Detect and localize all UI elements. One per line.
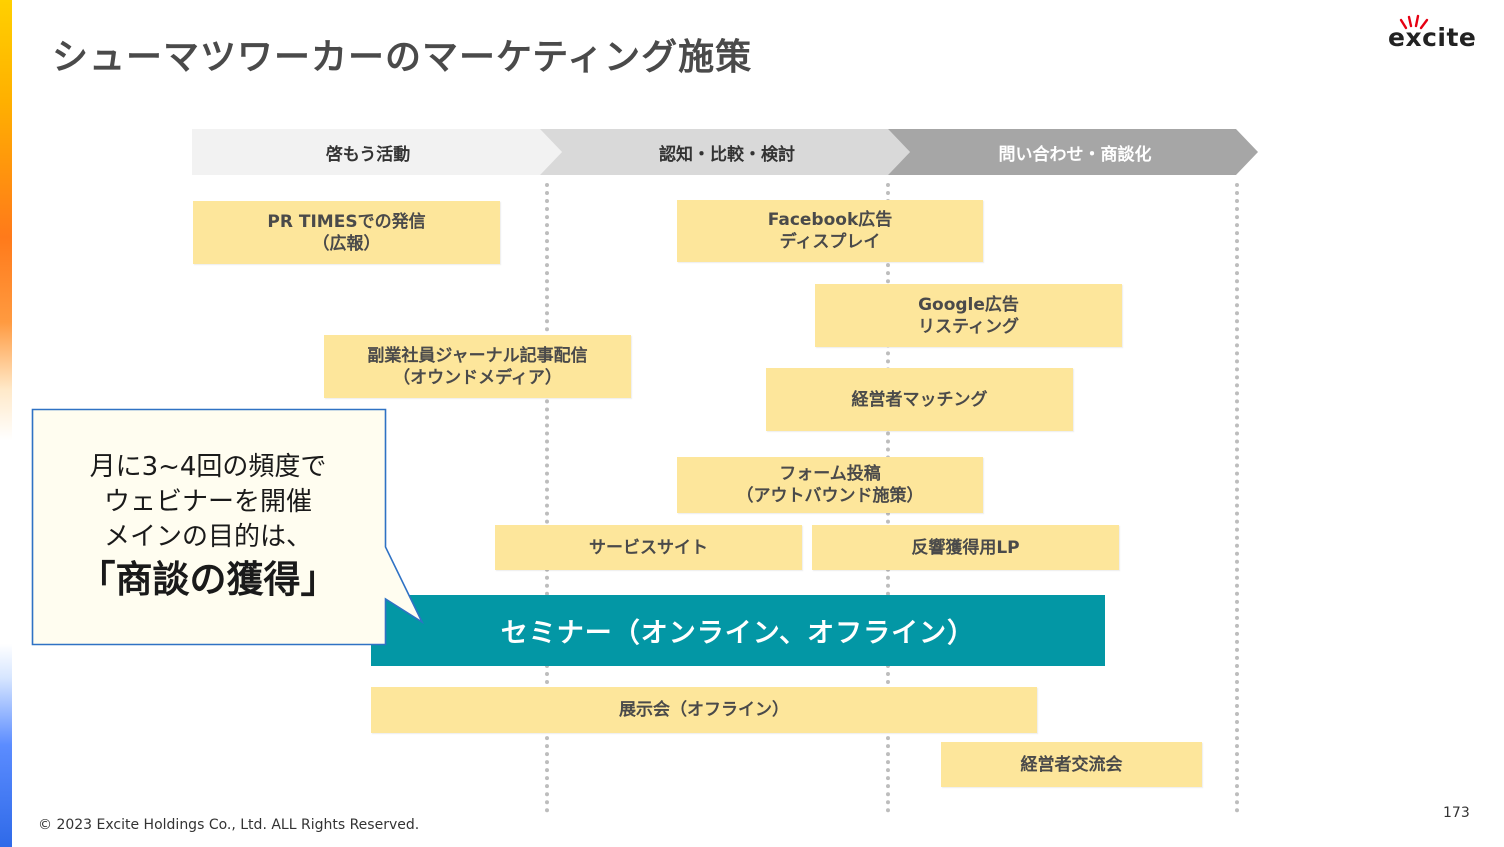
initiative-pr-times: PR TIMESでの発信 （広報） [193,201,500,264]
initiative-executive-matching: 経営者マッチング [766,368,1073,431]
initiative-owned-media: 副業社員ジャーナル記事配信 （オウンドメディア） [324,335,631,398]
initiative-landing-page: 反響獲得用LP [812,525,1119,570]
initiative-label: Google広告 [918,294,1019,315]
initiative-label: サービスサイト [589,537,708,558]
phase-label: 問い合わせ・商談化 [998,144,1152,165]
logo-wordmark: excite [1388,23,1477,52]
initiative-facebook-ads: Facebook広告 ディスプレイ [677,200,983,262]
callout-bubble [31,408,424,646]
initiative-label: 反響獲得用LP [911,537,1020,558]
callout-highlight: 「商談の獲得」 [78,558,338,601]
initiative-executive-networking: 経営者交流会 [941,742,1202,787]
callout-line: 月に3~4回の頻度で [89,452,327,482]
page-number: 173 [1443,805,1470,821]
initiative-label: PR TIMESでの発信 [267,211,426,232]
initiative-service-site: サービスサイト [495,525,802,570]
initiative-label: 経営者交流会 [1020,754,1123,775]
initiative-label: 経営者マッチング [851,389,988,410]
initiative-label: 展示会（オフライン） [619,700,789,720]
callout-line: ウェビナーを開催 [103,487,312,517]
logo-rays-icon [1399,14,1429,30]
initiative-label: セミナー（オンライン、オフライン） [500,618,976,649]
phase-inquiry: 問い合わせ・商談化 [888,129,1258,175]
callout-line: メインの目的は、 [103,522,312,552]
initiative-sublabel: （アウトバウンド施策） [736,486,924,506]
initiative-seminar: セミナー（オンライン、オフライン） [371,595,1105,666]
phase-label: 啓もう活動 [325,144,411,165]
initiative-google-ads: Google広告 リスティング [815,284,1122,347]
initiative-label: フォーム投稿 [779,464,881,484]
phase-divider-3 [1235,183,1239,813]
initiative-sublabel: （広報） [312,233,381,254]
phase-consideration: 認知・比較・検討 [540,129,910,175]
phase-label: 認知・比較・検討 [659,144,795,165]
phase-awareness: 啓もう活動 [192,129,562,175]
slide-title: シューマツワーカーのマーケティング施策 [52,37,753,78]
initiative-exhibition: 展示会（オフライン） [371,687,1037,733]
callout-message: 月に3~4回の頻度で ウェビナーを開催 メインの目的は、 「商談の獲得」 [34,450,382,603]
left-decorative-strip [0,0,12,847]
initiative-sublabel: リスティング [918,316,1019,337]
initiative-sublabel: ディスプレイ [779,232,881,252]
initiative-label: Facebook広告 [767,210,893,230]
phase-divider-1 [545,183,549,813]
excite-logo: excite [1388,14,1480,54]
initiative-sublabel: （オウンドメディア） [393,367,562,388]
initiative-label: 副業社員ジャーナル記事配信 [367,345,588,366]
initiative-form-outreach: フォーム投稿 （アウトバウンド施策） [677,457,983,513]
copyright-footer: © 2023 Excite Holdings Co., Ltd. ALL Rig… [38,817,420,833]
phase-arrow-bar: 啓もう活動 認知・比較・検討 問い合わせ・商談化 [192,129,1258,175]
